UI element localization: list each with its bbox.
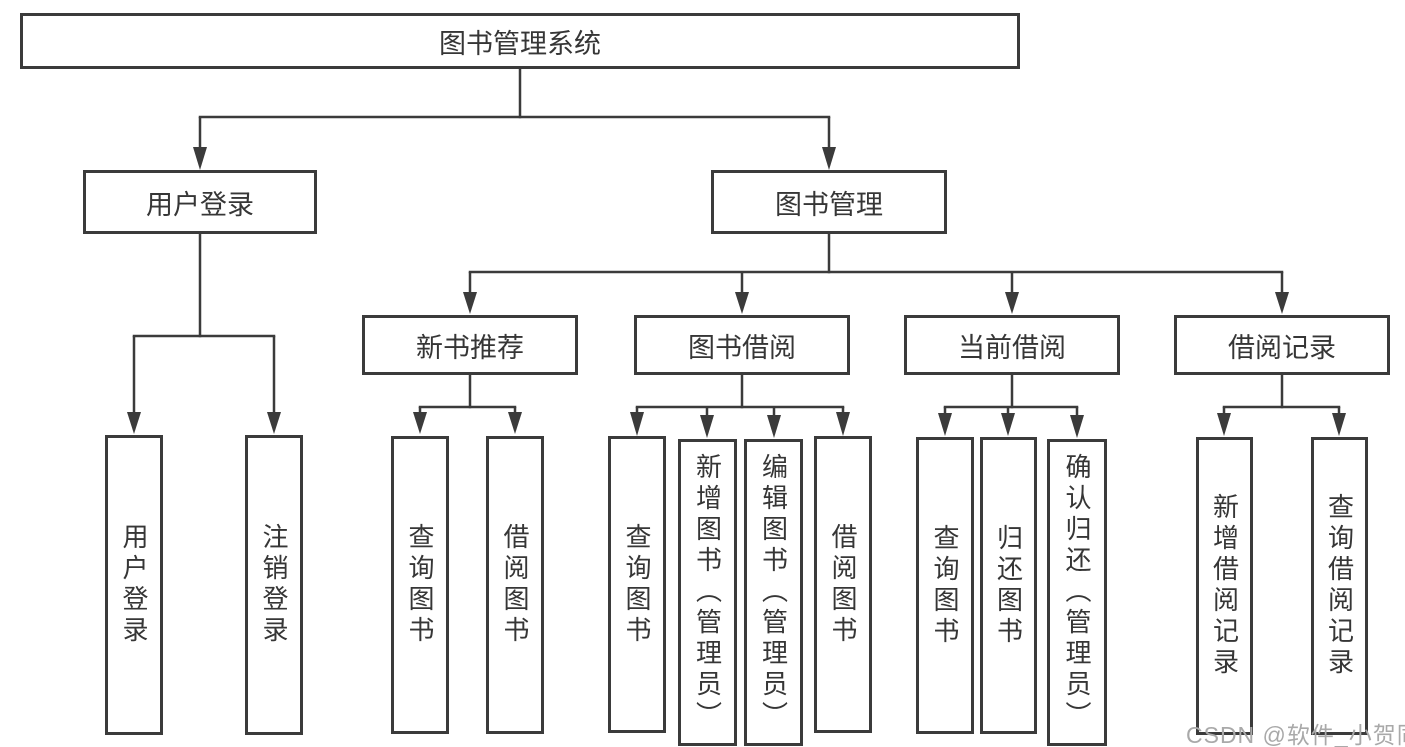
- node-book-management: 图书管理: [711, 170, 947, 234]
- node-new-book-recommend: 新书推荐: [362, 315, 578, 375]
- connector-book-management-children: [463, 233, 1289, 314]
- node-current-borrow: 当前借阅: [904, 315, 1120, 375]
- leaf-user-login: 用户登录: [105, 435, 163, 735]
- connector-root-to-level2: [193, 68, 836, 170]
- leaf-borrow-books: 借阅图书: [814, 436, 872, 733]
- connector-new-book-children: [413, 375, 522, 434]
- leaf-confirm-return-admin: 确认归还（管理员）: [1047, 439, 1107, 746]
- csdn-watermark: CSDN @软件_小贺同学: [1186, 722, 1405, 747]
- connector-book-borrow-children: [630, 375, 850, 438]
- leaf-add-borrow-record: 新增借阅记录: [1196, 437, 1253, 735]
- leaf-query-books-borrow: 查询图书: [608, 436, 666, 733]
- leaf-query-books-current: 查询图书: [916, 437, 974, 734]
- leaf-borrow-books-recommend: 借阅图书: [486, 436, 544, 734]
- leaf-edit-book-admin: 编辑图书（管理员）: [744, 439, 803, 746]
- connector-current-borrow-children: [938, 375, 1084, 438]
- node-user-login: 用户登录: [83, 170, 317, 234]
- node-book-borrow: 图书借阅: [634, 315, 850, 375]
- node-library-management-system: 图书管理系统: [20, 13, 1020, 69]
- node-borrow-records: 借阅记录: [1174, 315, 1390, 375]
- connector-borrow-records-children: [1217, 375, 1346, 436]
- leaf-query-books-recommend: 查询图书: [391, 436, 449, 734]
- leaf-query-borrow-record: 查询借阅记录: [1311, 437, 1368, 735]
- leaf-logout: 注销登录: [245, 435, 303, 735]
- connector-user-login-children: [127, 233, 281, 434]
- leaf-add-book-admin: 新增图书（管理员）: [678, 439, 737, 746]
- leaf-return-book: 归还图书: [980, 437, 1037, 734]
